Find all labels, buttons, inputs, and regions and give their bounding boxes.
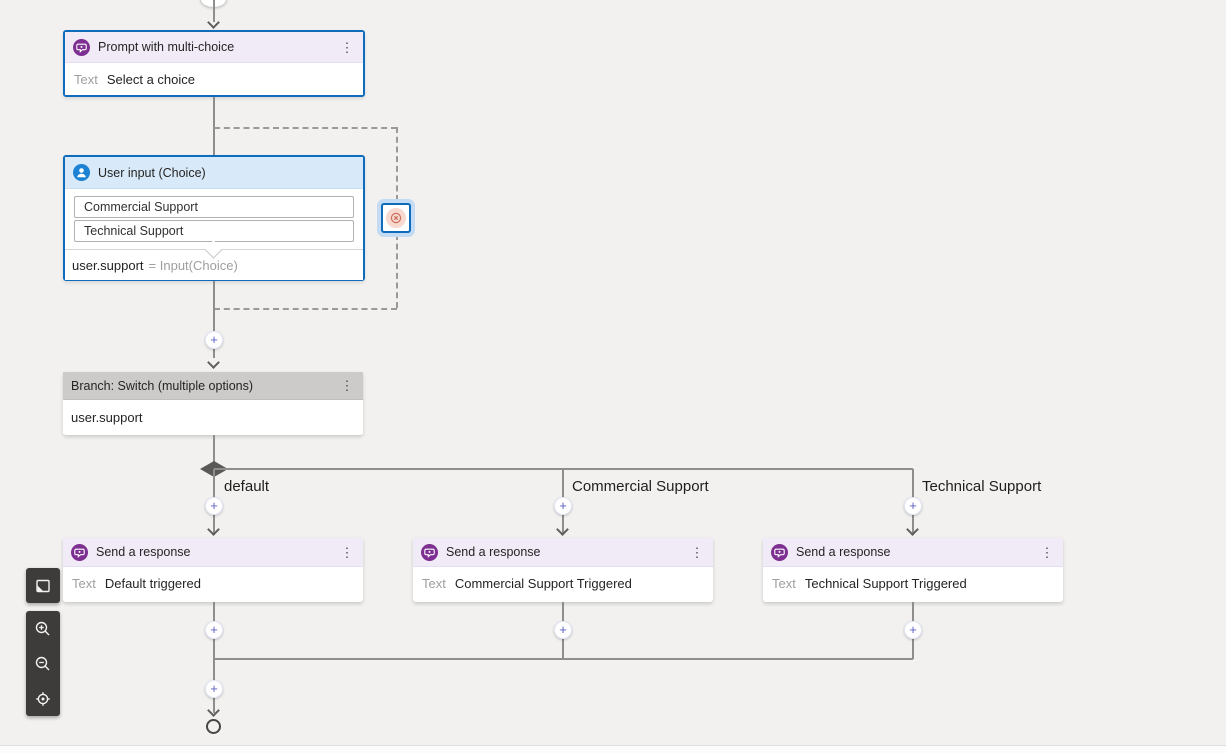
kebab-menu-button[interactable]: ⋮ — [690, 544, 704, 560]
arrowhead-icon — [207, 356, 220, 369]
variable-assignment: user.support = Input(Choice) — [65, 240, 363, 280]
reset-view-icon — [36, 691, 50, 706]
send-response-node-technical[interactable]: Send a response ⋮ Text Technical Support… — [763, 538, 1063, 602]
node-header: Branch: Switch (multiple options) ⋮ — [63, 372, 363, 400]
kebab-menu-button[interactable]: ⋮ — [1040, 544, 1054, 560]
prompt-multi-choice-node[interactable]: Prompt with multi-choice ⋮ Text Select a… — [63, 30, 365, 97]
add-node-button[interactable]: + — [554, 497, 572, 515]
add-node-button[interactable]: + — [205, 680, 223, 698]
person-icon — [73, 164, 90, 181]
add-node-button[interactable]: + — [205, 331, 223, 349]
text-value: Technical Support Triggered — [804, 576, 967, 591]
branch-condition: user.support — [71, 409, 143, 425]
canvas-bottom-strip — [0, 746, 1226, 753]
text-label: Text — [772, 576, 796, 591]
message-icon — [71, 543, 88, 561]
message-icon — [421, 543, 438, 561]
minimap-icon — [36, 579, 50, 592]
arrowhead-icon — [207, 704, 220, 717]
branch-switch-node[interactable]: Branch: Switch (multiple options) ⋮ user… — [63, 372, 363, 435]
text-value: Default triggered — [104, 576, 201, 591]
arrowhead-icon — [207, 523, 220, 536]
send-response-node-default[interactable]: Send a response ⋮ Text Default triggered — [63, 538, 363, 602]
zoom-out-button[interactable] — [26, 646, 60, 681]
branch-label-default: default — [224, 478, 270, 495]
merge-connector — [214, 658, 913, 660]
text-label: Text — [422, 576, 446, 591]
text-value: Select a choice — [106, 71, 196, 87]
user-input-choice-node[interactable]: User input (Choice) Commercial Support T… — [63, 155, 365, 281]
kebab-menu-button[interactable]: ⋮ — [340, 544, 354, 560]
node-header: Send a response ⋮ — [413, 538, 713, 567]
loop-end-node[interactable] — [377, 199, 415, 237]
connector-line — [213, 435, 215, 462]
add-node-button[interactable]: + — [205, 497, 223, 515]
node-title: Prompt with multi-choice — [98, 40, 235, 54]
zoom-toolbar — [26, 611, 60, 716]
zoom-in-button[interactable] — [26, 611, 60, 646]
variable-name: user.support — [72, 257, 144, 273]
send-response-node-commercial[interactable]: Send a response ⋮ Text Commercial Suppor… — [413, 538, 713, 602]
loop-end-node-box — [381, 203, 411, 233]
cancel-circle-icon — [386, 208, 406, 228]
kebab-menu-button[interactable]: ⋮ — [340, 378, 354, 393]
node-title: Send a response — [796, 545, 891, 559]
node-title: Send a response — [96, 545, 191, 559]
assignment-expression: = Input(Choice) — [148, 257, 238, 273]
text-label: Text — [74, 71, 98, 87]
choice-option: Commercial Support — [74, 196, 354, 218]
node-title: User input (Choice) — [98, 165, 206, 180]
minimap-button[interactable] — [26, 568, 60, 603]
connector-line — [213, 281, 215, 358]
arrowhead-icon — [556, 523, 569, 536]
branch-label-technical: Technical Support — [922, 478, 1042, 495]
add-node-button[interactable]: + — [904, 497, 922, 515]
end-node-circle — [206, 719, 221, 734]
reset-view-button[interactable] — [26, 681, 60, 716]
loop-connector-bottom — [214, 308, 397, 310]
add-node-button[interactable]: + — [904, 621, 922, 639]
text-value: Commercial Support Triggered — [454, 576, 632, 591]
canvas-bottom-divider — [0, 745, 1226, 746]
text-label: Text — [72, 576, 96, 591]
node-header: User input (Choice) — [65, 157, 363, 189]
connector-line — [213, 97, 215, 155]
node-header: Send a response ⋮ — [763, 538, 1063, 567]
loop-connector-top — [214, 127, 397, 129]
node-header: Send a response ⋮ — [63, 538, 363, 567]
message-icon — [771, 543, 788, 561]
node-title: Branch: Switch (multiple options) — [71, 378, 254, 393]
add-node-button[interactable]: + — [554, 621, 572, 639]
choice-option: Technical Support — [74, 220, 354, 242]
node-title: Send a response — [446, 545, 541, 559]
zoom-in-icon — [35, 621, 50, 635]
arrowhead-icon — [207, 16, 220, 29]
arrowhead-icon — [906, 523, 919, 536]
branch-label-commercial: Commercial Support — [572, 478, 709, 495]
add-node-button[interactable]: + — [205, 621, 223, 639]
kebab-menu-button[interactable]: ⋮ — [340, 39, 354, 55]
zoom-out-icon — [35, 656, 50, 670]
connector-line — [213, 0, 215, 22]
message-icon — [73, 38, 90, 56]
node-header: Prompt with multi-choice ⋮ — [65, 32, 363, 63]
